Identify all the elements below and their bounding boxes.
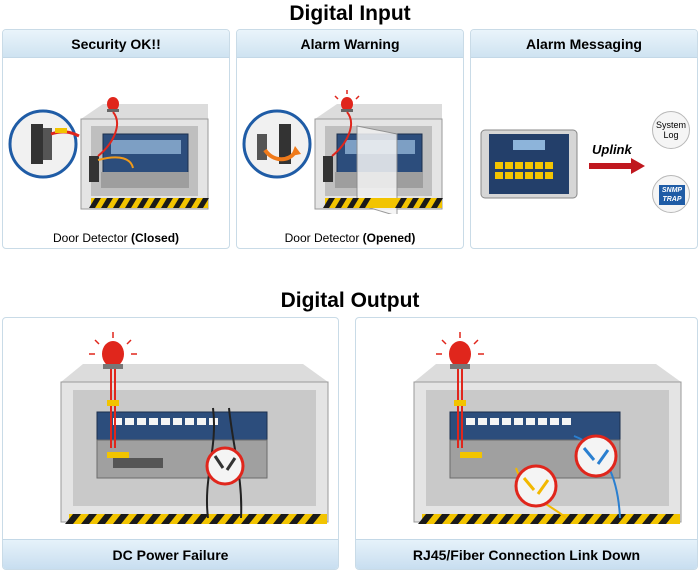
digital-input-title: Digital Input <box>289 2 411 25</box>
link-down-panel: RJ45/Fiber Connection Link Down <box>355 317 698 570</box>
door-opened-illustration <box>242 90 443 214</box>
snmp-trap-icon: SNMP TRAP <box>652 175 690 213</box>
door-opened-state: (Opened) <box>362 231 416 245</box>
snmp-label-2: TRAP <box>662 196 682 203</box>
alarm-warning-heading: Alarm Warning <box>237 30 463 58</box>
alarm-warning-panel: Alarm Warning Door Detector (Opened) <box>236 29 464 249</box>
uplink-label: Uplink <box>592 142 632 157</box>
uplink-arrow-icon <box>589 158 645 174</box>
security-ok-panel: Security OK!! Door Detector (Clo <box>2 29 230 249</box>
digital-output-title: Digital Output <box>280 289 420 312</box>
door-opened-caption: Door Detector (Opened) <box>284 231 416 245</box>
link-down-label: RJ45/Fiber Connection Link Down <box>356 539 697 569</box>
system-log-icon: System Log <box>652 111 690 149</box>
snmp-trap-badge: SNMP TRAP <box>659 185 685 205</box>
dc-power-failure-label: DC Power Failure <box>3 539 338 569</box>
door-closed-illustration <box>8 97 209 210</box>
alarm-messaging-heading: Alarm Messaging <box>471 30 697 58</box>
security-ok-heading: Security OK!! <box>3 30 229 58</box>
dc-power-failure-panel: DC Power Failure <box>2 317 339 570</box>
door-closed-state: (Closed) <box>131 231 180 245</box>
power-failure-illustration <box>60 332 329 524</box>
alarm-messaging-panel: Alarm Messaging Uplink System Log SNMP T… <box>470 29 698 249</box>
snmp-label-1: SNMP <box>661 187 683 194</box>
system-log-label-1: System <box>655 120 686 130</box>
switch-device-icon <box>480 129 578 199</box>
link-down-illustration <box>413 332 682 524</box>
system-log-label-2: Log <box>663 130 679 140</box>
door-closed-caption: Door Detector (Closed) <box>52 231 180 245</box>
